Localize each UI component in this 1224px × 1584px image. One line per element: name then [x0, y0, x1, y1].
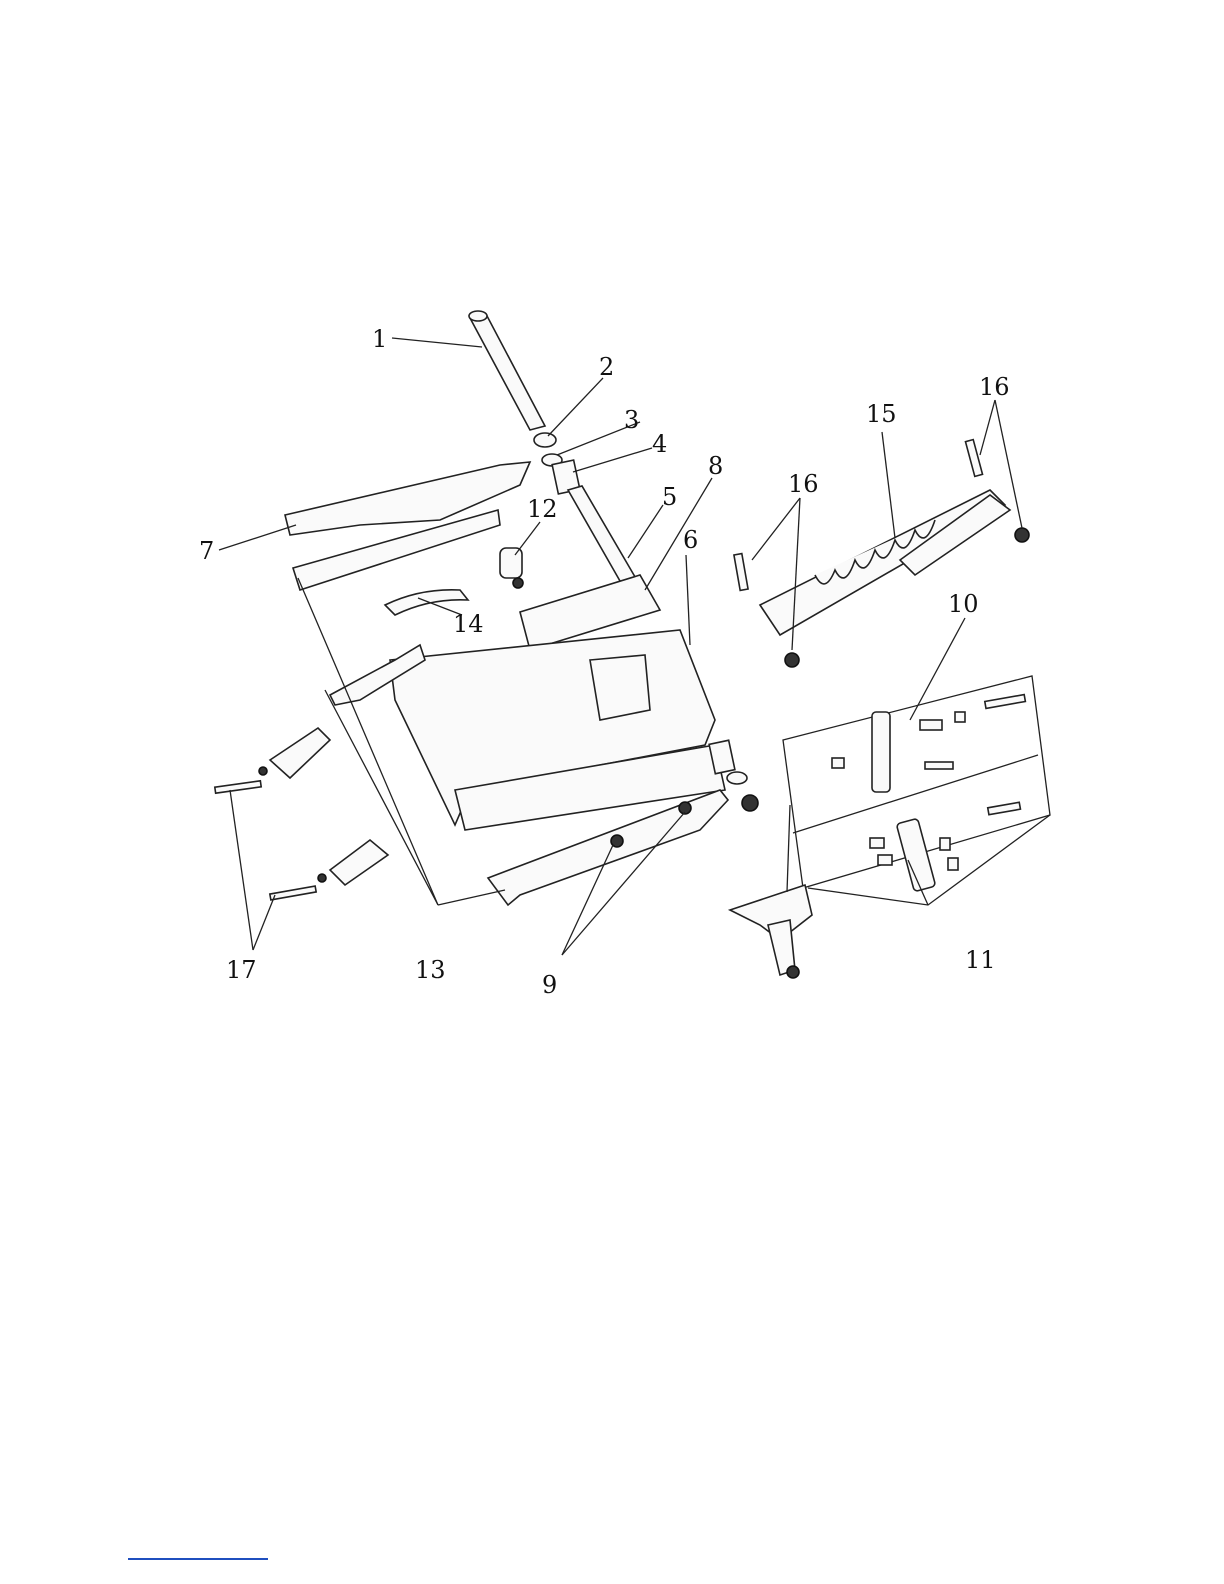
- callout-16-b: 16: [788, 470, 819, 498]
- callout-16-a: 16: [979, 373, 1010, 401]
- callout-17: 17: [226, 956, 257, 984]
- callout-5: 5: [662, 483, 677, 511]
- callout-7: 7: [199, 537, 214, 565]
- callout-10: 10: [948, 590, 979, 618]
- callout-3: 3: [624, 406, 639, 434]
- callout-12: 12: [527, 495, 558, 523]
- callout-4: 4: [652, 430, 667, 458]
- callout-15: 15: [866, 400, 897, 428]
- callout-8: 8: [708, 452, 723, 480]
- callout-13: 13: [415, 956, 446, 984]
- callout-6: 6: [683, 526, 698, 554]
- callout-9: 9: [542, 971, 557, 999]
- part-shock-nut-upper: [1015, 528, 1029, 542]
- footnote-rule: [128, 1558, 268, 1560]
- callout-11: 11: [965, 946, 996, 974]
- callout-1: 1: [372, 325, 387, 353]
- callout-2: 2: [599, 353, 614, 381]
- callout-14: 14: [453, 610, 484, 638]
- part-washer-2: [534, 433, 556, 447]
- part-shock-nut-lower: [785, 653, 799, 667]
- part-washer-right: [727, 772, 747, 784]
- part-nut-right: [742, 795, 758, 811]
